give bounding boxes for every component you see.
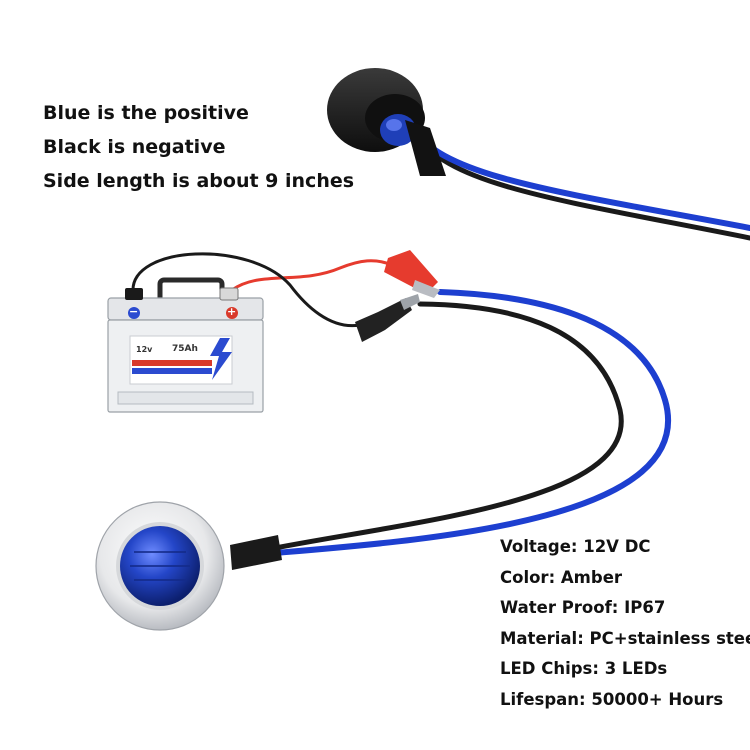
spec-list: Voltage: 12V DC Color: Amber Water Proof… — [500, 532, 750, 715]
note-positive: Blue is the positive — [43, 102, 249, 124]
negative-terminal-icon — [128, 307, 140, 319]
red-alligator-clip — [384, 250, 440, 298]
battery-black-lead — [131, 252, 361, 328]
spec-voltage: Voltage: 12V DC — [500, 537, 651, 556]
spec-material: Material: PC+stainless steel — [500, 628, 750, 648]
battery-capacity-label: 75Ah — [172, 344, 198, 354]
black-alligator-clip — [355, 294, 420, 342]
bottom-marker-light — [95, 501, 282, 631]
battery-red-lead — [231, 259, 393, 292]
spec-waterproof: Water Proof: IP67 — [500, 598, 666, 617]
top-blue-wire — [409, 125, 750, 231]
spec-color: Color: Amber — [500, 567, 623, 587]
wiring-notes: Blue is the positive Black is negative S… — [43, 96, 354, 198]
spec-led-chips: LED Chips: 3 LEDs — [500, 659, 668, 678]
bottom-blue-wire — [272, 289, 671, 556]
positive-terminal-icon — [226, 307, 238, 319]
battery-graphic — [107, 277, 264, 413]
spec-lifespan: Lifespan: 50000+ Hours — [500, 689, 724, 709]
note-negative: Black is negative — [43, 136, 226, 158]
bottom-black-wire — [272, 301, 624, 551]
top-marker-light — [327, 68, 446, 176]
top-black-wire — [412, 127, 750, 241]
note-length: Side length is about 9 inches — [43, 170, 355, 192]
battery-voltage-label: 12v — [136, 345, 153, 354]
bottom-light-grommet — [230, 535, 282, 570]
positive-symbol: + — [227, 305, 237, 318]
lightning-bolt-icon — [210, 338, 232, 380]
negative-symbol: − — [129, 305, 139, 318]
